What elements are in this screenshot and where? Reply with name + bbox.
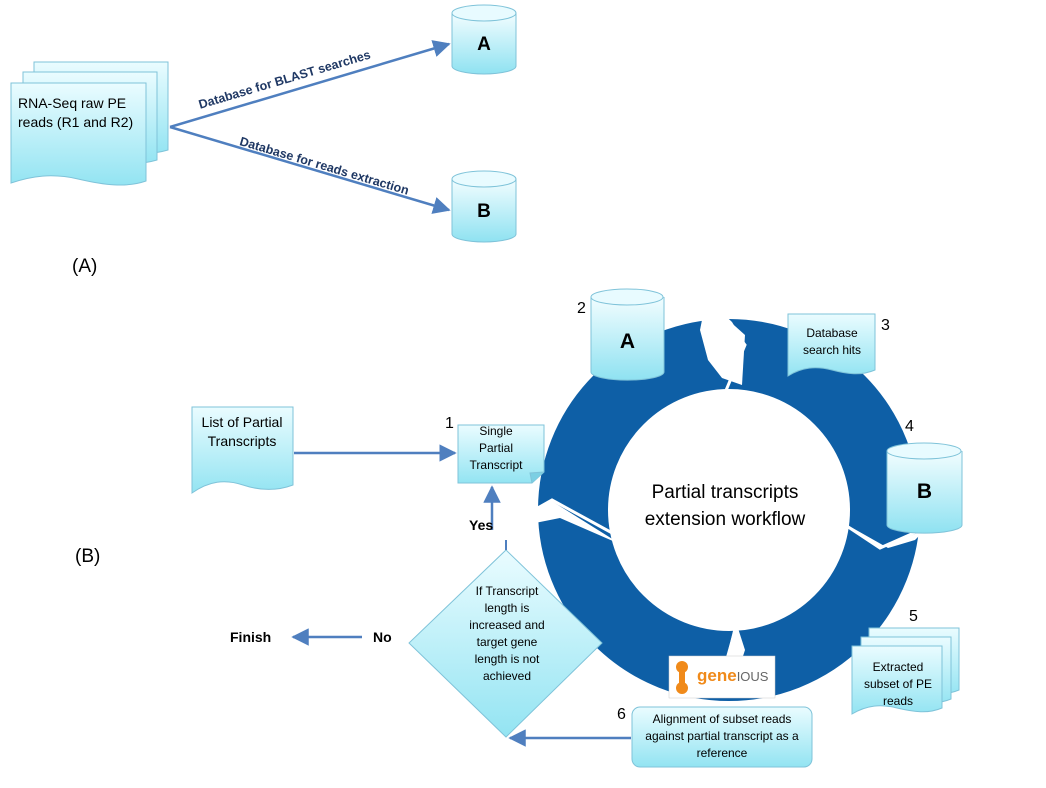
geneious-logo-text: geneIOUS — [697, 666, 768, 686]
finish-label: Finish — [230, 629, 272, 645]
decision-label: If Transcript length is increased and ta… — [469, 584, 545, 683]
step-6-number: 6 — [617, 706, 626, 723]
step-2-number: 2 — [577, 300, 586, 317]
alignment-shape — [631, 706, 813, 768]
rnaseq-doc-label: RNA-Seq raw PE reads (R1 and R2) — [18, 95, 134, 130]
step-1-label: Single Partial Transcript — [469, 424, 523, 472]
step-3-label: Database search hits — [802, 326, 862, 357]
step-6-label: Alignment of subset reads against partia… — [645, 712, 799, 760]
geneious-logo-icon — [676, 661, 688, 694]
step-5-number: 5 — [909, 608, 918, 625]
geneious-logo-text-light: IOUS — [736, 669, 769, 684]
db-b-label: B — [477, 201, 491, 222]
database-b-cylinder — [451, 170, 517, 243]
edge-to-db-b — [169, 125, 451, 214]
database-a-cylinder — [451, 4, 517, 75]
rnaseq-doc-stack — [10, 61, 169, 186]
no-label: No — [373, 629, 392, 645]
search-hits-shape — [787, 313, 876, 377]
yes-label: Yes — [469, 517, 494, 533]
list-doc-shape — [191, 406, 294, 494]
panel-a-label: (A) — [72, 256, 98, 277]
geneious-logo-text-bold: gene — [697, 666, 737, 685]
decision-diamond — [408, 549, 603, 738]
step-4-label: B — [916, 480, 933, 503]
panel-b-label: (B) — [75, 546, 101, 567]
list-doc-label: List of Partial Transcripts — [201, 414, 283, 449]
cycle-title: Partial transcripts extension workflow — [644, 482, 806, 530]
database-a-ring-cylinder — [590, 288, 665, 381]
edge-to-db-a — [169, 40, 451, 129]
db-a-label: A — [477, 34, 491, 55]
step-3-number: 3 — [881, 317, 890, 334]
step-2-label: A — [619, 330, 636, 353]
extracted-reads-stack — [851, 627, 960, 715]
step-1-number: 1 — [445, 415, 454, 432]
step-5-label: Extracted subset of PE reads — [863, 660, 933, 708]
database-b-ring-cylinder — [886, 442, 963, 534]
step-4-number: 4 — [905, 418, 914, 435]
